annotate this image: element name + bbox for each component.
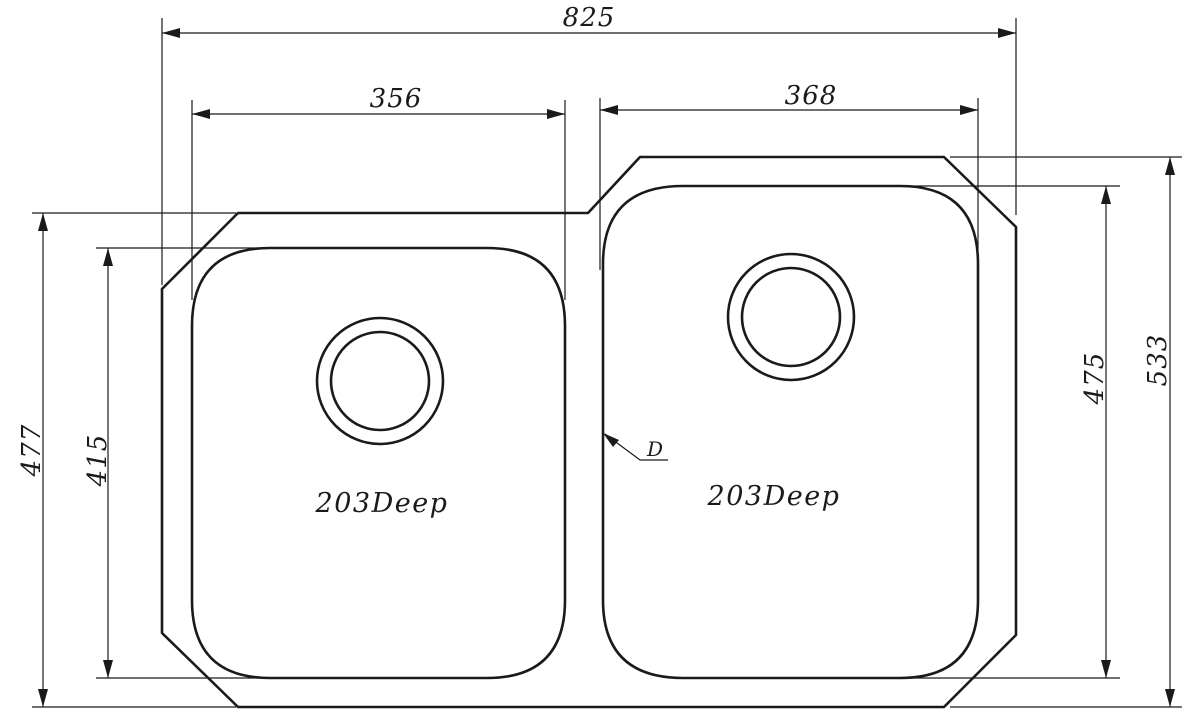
right-drain: [726, 252, 856, 382]
dimension-right-bowl-width: 368: [599, 81, 979, 270]
dimension-right-bowl-height-label: 475: [1080, 352, 1110, 406]
dimension-left-bowl-width-label: 356: [370, 84, 423, 114]
dimension-overall-left-height-label: 477: [17, 424, 47, 478]
left-drain: [315, 316, 445, 446]
dimension-right-bowl-height: 475: [900, 185, 1120, 679]
dimension-overall-left-height: 477: [17, 212, 236, 708]
radius-callout: D: [603, 433, 668, 461]
left-bowl-depth-label: 203Deep: [315, 488, 449, 519]
radius-callout-label: D: [646, 437, 663, 461]
left-bowl-outline: [190, 246, 567, 680]
dimension-overall-width: 825: [161, 3, 1017, 285]
dimension-left-bowl-width: 356: [191, 84, 566, 300]
right-bowl-depth-label: 203Deep: [707, 481, 841, 512]
dimension-right-bowl-width-label: 368: [785, 81, 838, 111]
right-bowl-outline: [601, 184, 980, 680]
dimension-overall-right-height: 533: [950, 156, 1182, 708]
sink-outer-outline: [160, 155, 1018, 709]
dimension-overall-width-label: 825: [563, 3, 616, 33]
dimension-overall-right-height-label: 533: [1143, 334, 1173, 387]
dimension-left-bowl-height: 415: [83, 247, 270, 679]
dimension-left-bowl-height-label: 415: [83, 434, 113, 488]
